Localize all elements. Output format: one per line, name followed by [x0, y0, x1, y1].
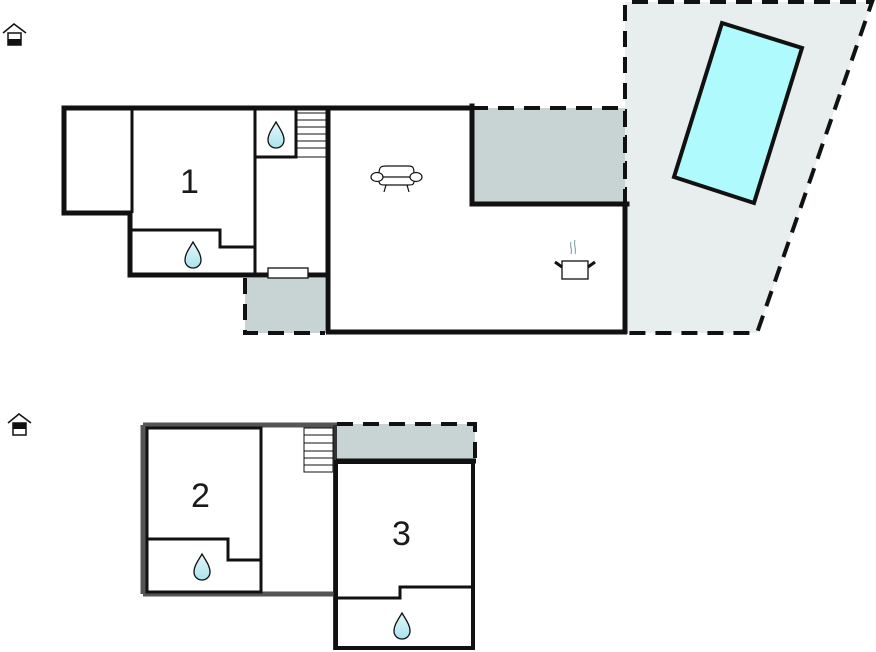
room-2-label: 2	[191, 477, 210, 515]
terrace-top	[472, 106, 627, 204]
water-drop-icon	[393, 612, 411, 640]
house-level-ground-icon	[2, 23, 27, 46]
cooking-pot-icon	[554, 239, 596, 280]
water-drop-icon	[184, 241, 202, 269]
terrace-entrance	[243, 278, 325, 335]
water-drop-icon	[267, 121, 285, 149]
room-1-label: 1	[180, 163, 199, 201]
stairs-ground	[296, 112, 327, 158]
entrance-door	[267, 267, 309, 279]
swimming-pool	[671, 20, 805, 206]
upper-floor-walls	[140, 422, 476, 650]
sofa-icon	[370, 165, 423, 193]
stairs-upper	[303, 427, 334, 473]
house-level-upper-icon	[7, 413, 32, 436]
room-3-label: 3	[392, 515, 411, 553]
ground-floor-walls	[61, 103, 630, 335]
balcony	[337, 422, 477, 460]
water-drop-icon	[193, 553, 211, 581]
